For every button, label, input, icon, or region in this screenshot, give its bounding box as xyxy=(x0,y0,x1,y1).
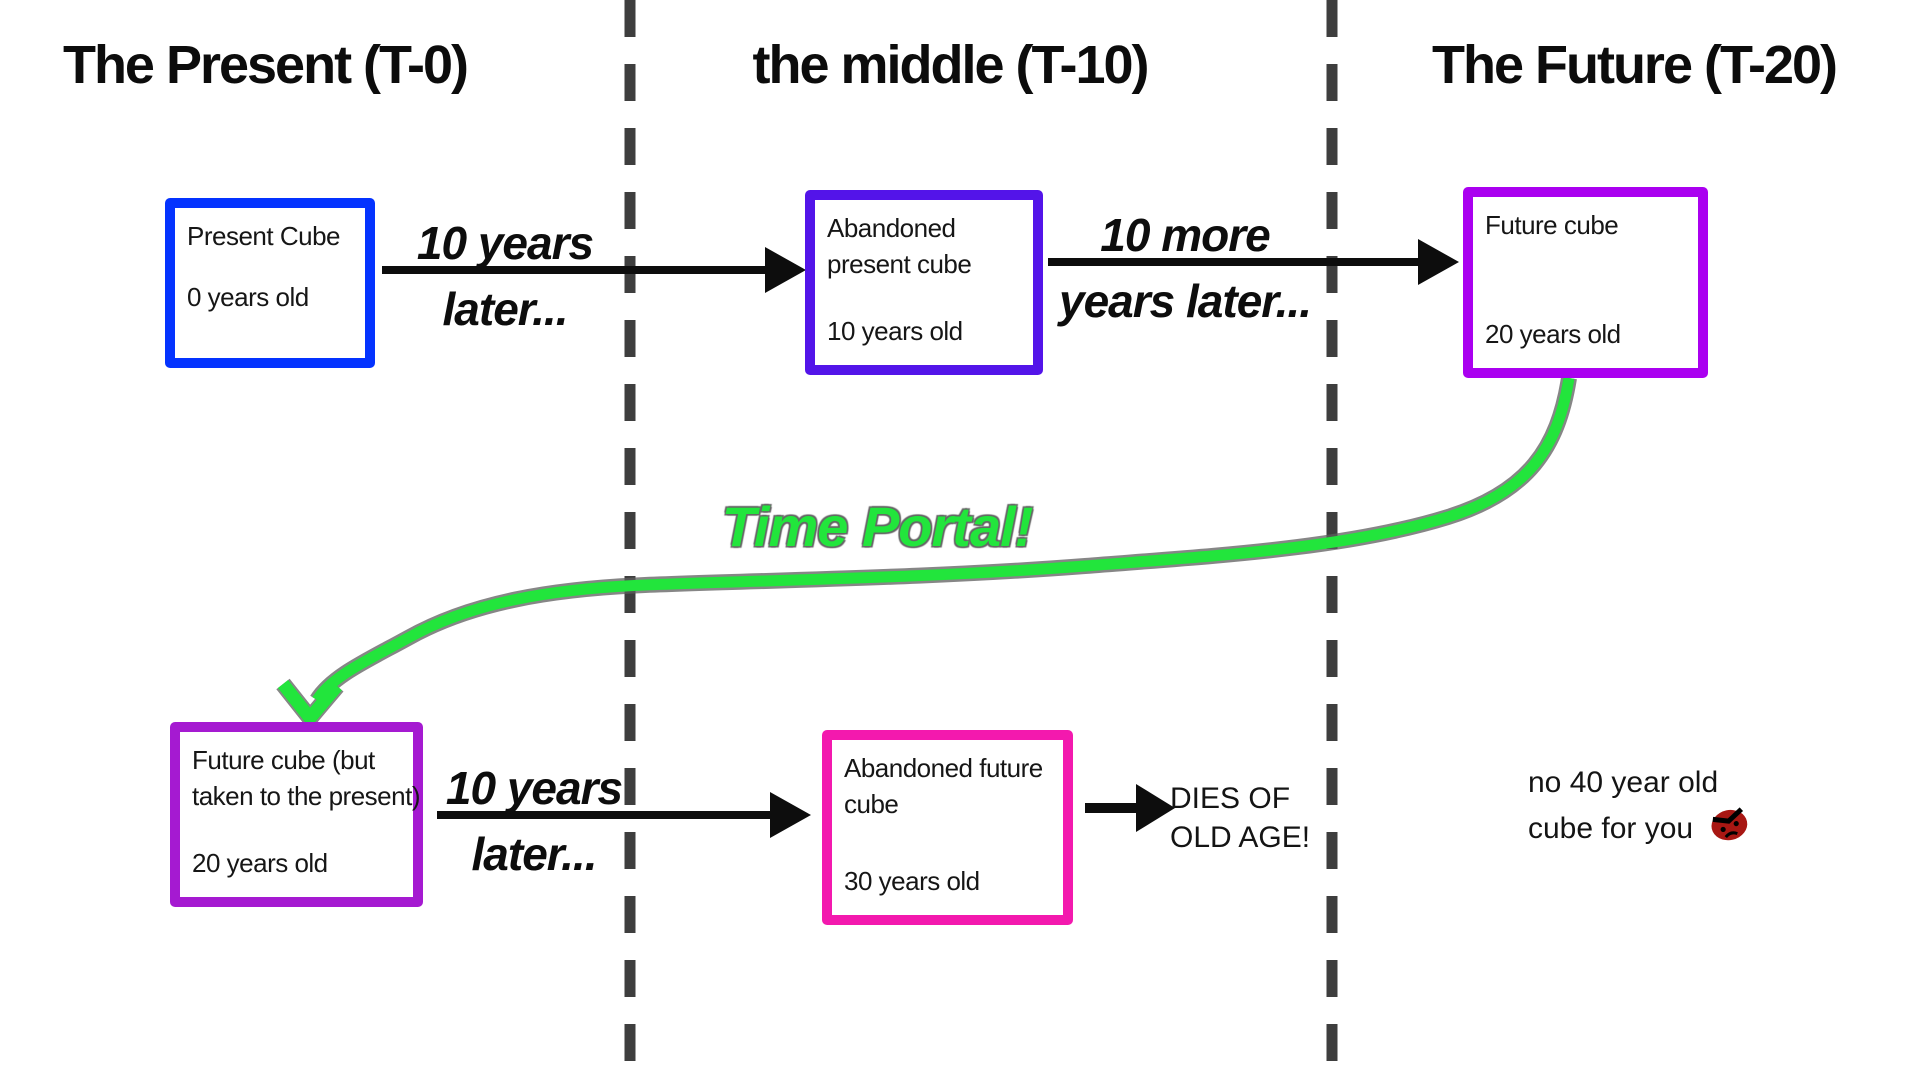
future-cube-box: Future cube 20 years old xyxy=(1463,187,1708,378)
column-title-middle: the middle (T-10) xyxy=(752,35,1149,95)
arrow-10-years-later-top xyxy=(382,247,806,293)
portal-curve xyxy=(312,377,1575,704)
column-title-future: The Future (T-20) xyxy=(1431,35,1838,95)
time-portal-label: Time Portal! xyxy=(721,495,1034,558)
arrow-label-10-years-later-bottom-line2: later... xyxy=(471,828,598,880)
box-age: 10 years old xyxy=(827,316,963,346)
box-title-line: Future cube xyxy=(1485,210,1619,240)
footnote-line2: cube for you xyxy=(1528,811,1694,845)
box-title-line: Abandoned future xyxy=(844,753,1043,783)
future-cube-taken-box: Future cube (but taken to the present) 2… xyxy=(170,722,423,907)
box-age: 20 years old xyxy=(192,848,328,878)
box-title-line: Abandoned xyxy=(827,213,956,243)
box-age: 30 years old xyxy=(844,866,980,896)
arrow-10-years-later-bottom xyxy=(437,792,811,838)
arrow-label-10-years-later-top-line2: later... xyxy=(442,283,569,335)
arrow-10-more-years-later xyxy=(1048,239,1459,285)
arrow-label-10-more-line2: years later... xyxy=(1059,275,1312,327)
box-title-line: Future cube (but xyxy=(192,745,375,775)
death-note: DIES OF OLD AGE! xyxy=(1170,779,1310,857)
arrow-label-10-more-line1: 10 more xyxy=(1100,209,1270,261)
present-cube-box: Present Cube 0 years old xyxy=(165,198,375,368)
box-age: 0 years old xyxy=(187,282,309,312)
death-note-line1: DIES OF xyxy=(1170,782,1291,815)
box-age: 20 years old xyxy=(1485,319,1621,349)
box-title-line: cube xyxy=(844,789,899,819)
death-note-line2: OLD AGE! xyxy=(1170,821,1311,854)
angry-face-icon xyxy=(1702,798,1758,858)
footnote-line1: no 40 year old xyxy=(1528,766,1719,799)
arrow-head xyxy=(1418,239,1459,285)
box-title-line: Present Cube xyxy=(187,221,340,251)
abandoned-present-cube-box: Abandoned present cube 10 years old xyxy=(805,190,1043,375)
box-title-line: present cube xyxy=(827,249,972,279)
column-title-present: The Present (T-0) xyxy=(62,35,469,95)
arrow-label-10-years-later-top-line1: 10 years xyxy=(416,217,594,269)
abandoned-future-cube-box: Abandoned future cube 30 years old xyxy=(822,730,1073,925)
arrow-head xyxy=(1136,784,1175,832)
arrow-dies-of-old-age xyxy=(1085,784,1175,832)
arrow-head xyxy=(765,247,806,293)
time-portal-curve xyxy=(276,376,1577,732)
footnote: no 40 year old cube for you xyxy=(1528,763,1753,854)
arrow-head xyxy=(770,792,811,838)
box-title-line: taken to the present) xyxy=(192,781,420,811)
portal-arrowhead xyxy=(277,679,342,729)
arrow-label-10-years-later-bottom-line1: 10 years xyxy=(445,762,623,814)
